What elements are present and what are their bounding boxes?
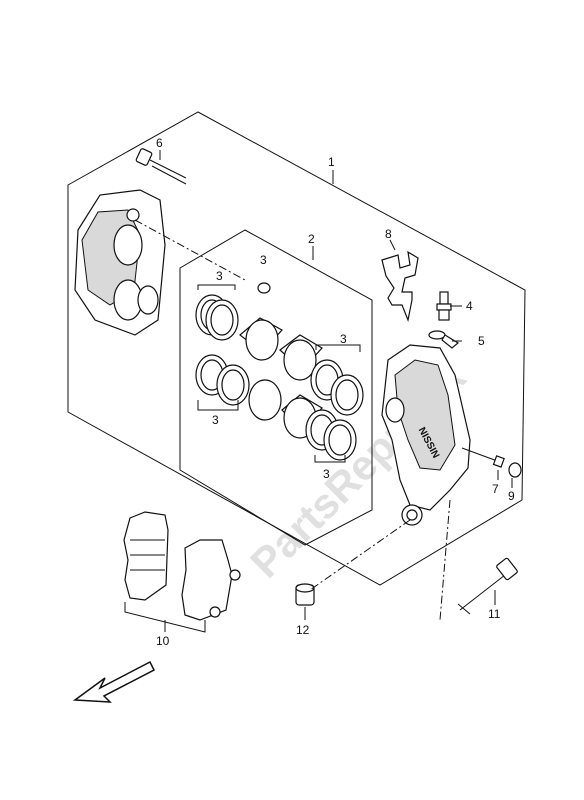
callout-1: 1 — [328, 155, 335, 169]
mounting-bolt-11 — [457, 557, 518, 615]
pad-spring-8 — [381, 250, 419, 323]
piston-upper-left — [239, 317, 283, 361]
assembly-outline-1 — [67, 111, 526, 586]
callout-5: 5 — [478, 334, 485, 348]
seal-rings-upper — [195, 294, 239, 341]
callout-12: 12 — [296, 623, 310, 637]
callout-11: 11 — [488, 607, 501, 621]
callout-3-right-upper: 3 — [340, 332, 347, 346]
callout-3-top: 3 — [260, 253, 267, 267]
piston-kit-outline-2 — [179, 229, 373, 546]
seal-rings-right-upper — [310, 359, 364, 416]
pad-pin-7 — [461, 447, 505, 468]
callout-3-upper-left: 3 — [216, 269, 223, 283]
seal-rings-lower — [195, 354, 250, 406]
bracket-3-right-lower — [314, 455, 346, 463]
callout-2: 2 — [308, 232, 315, 246]
caliper-bolt-6 — [135, 148, 187, 185]
brake-pad-right — [181, 539, 241, 621]
front-direction-arrow — [72, 660, 156, 703]
spacer-12 — [295, 583, 315, 606]
callout-6: 6 — [156, 136, 163, 150]
callout-4: 4 — [466, 299, 473, 313]
caliper-half-right: NISSIN — [381, 344, 471, 526]
bracket-3-upper-left — [197, 284, 236, 290]
bracket-3-right-upper — [315, 344, 361, 352]
piston-upper-right — [279, 334, 323, 381]
brake-pad-left — [123, 511, 169, 601]
callout-8: 8 — [385, 227, 392, 241]
caliper-half-left — [74, 189, 166, 336]
bracket-3-lower-left — [197, 400, 239, 411]
bleeder-cap-5 — [428, 330, 460, 349]
washer — [257, 282, 271, 294]
callout-3-right-lower: 3 — [323, 467, 330, 481]
callout-10: 10 — [156, 634, 170, 648]
bleeder-valve-4 — [436, 291, 452, 321]
piston-lower-left — [248, 379, 282, 421]
pin-plug-9 — [508, 462, 522, 478]
callout-9: 9 — [508, 489, 515, 503]
callout-3-lower-left: 3 — [212, 413, 219, 427]
callout-7: 7 — [492, 482, 499, 496]
seal-rings-right-lower — [305, 409, 357, 461]
